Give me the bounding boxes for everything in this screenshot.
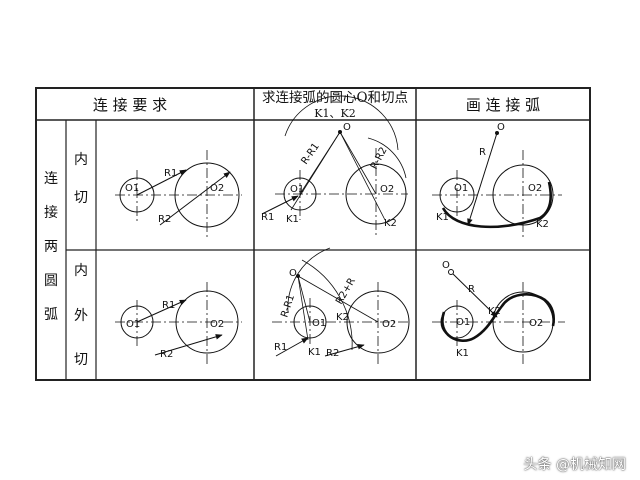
figure-r1-find-center bbox=[261, 95, 408, 236]
table-grid bbox=[35, 87, 591, 381]
figure-r1-draw-arc bbox=[432, 131, 562, 238]
row-group-char: 接 bbox=[44, 204, 58, 221]
figure-text: O1 O2 R1 R2 O R-R1 R-R2 O1 O2 R1 K1 K2 O… bbox=[125, 122, 549, 360]
label-k2: K2 bbox=[536, 219, 549, 230]
watermark: 头条 @机械知网 bbox=[523, 457, 626, 473]
label-r1: R1 bbox=[261, 212, 274, 223]
label-r: R bbox=[468, 284, 475, 295]
label-o1: O1 bbox=[312, 318, 326, 329]
label-o2: O2 bbox=[210, 319, 224, 330]
label-r: R bbox=[479, 147, 486, 158]
label-k2: K2 bbox=[488, 306, 501, 317]
label-o2: O2 bbox=[380, 184, 394, 195]
row2-label-char: 切 bbox=[74, 352, 88, 368]
header-find-center-and-tangent: 求连接弧的圆心O和切点 bbox=[262, 89, 408, 106]
label-o2: O2 bbox=[528, 183, 542, 194]
label-r2: R2 bbox=[158, 214, 171, 225]
row2-label-char: 外 bbox=[74, 308, 88, 324]
row-group-char: 圆 bbox=[44, 273, 58, 289]
row2-label-char: 内 bbox=[74, 263, 88, 279]
header-draw-connecting-arc: 画 连 接 弧 bbox=[466, 96, 540, 114]
row-group-char: 连 bbox=[44, 171, 58, 187]
label-r2: R2 bbox=[160, 349, 173, 360]
label-o1: O1 bbox=[454, 183, 468, 194]
label-r-minus-r1: R-R1 bbox=[279, 293, 297, 319]
label-o: O bbox=[343, 122, 351, 133]
label-k1: K1 bbox=[308, 347, 321, 358]
label-r1: R1 bbox=[164, 168, 177, 179]
row1-label-char: 内 bbox=[74, 152, 88, 168]
table-header: 连 接 要 求 求连接弧的圆心O和切点 K1、K2 画 连 接 弧 bbox=[93, 89, 540, 120]
label-r-minus-r2: R-R2 bbox=[369, 146, 390, 172]
label-k2: K2 bbox=[336, 312, 349, 323]
figure-r2-requirement bbox=[115, 282, 242, 364]
label-o1: O1 bbox=[125, 183, 139, 194]
label-r2: R2 bbox=[326, 348, 339, 359]
label-k1: K1 bbox=[436, 212, 449, 223]
label-r1: R1 bbox=[274, 342, 287, 353]
row-group-char: 弧 bbox=[44, 307, 58, 323]
label-o2: O2 bbox=[382, 319, 396, 330]
label-k1: K1 bbox=[286, 214, 299, 225]
figure-r2-find-center bbox=[272, 247, 410, 364]
label-o: O bbox=[442, 260, 450, 271]
figure-r1-requirement bbox=[115, 150, 242, 240]
row-group-char: 两 bbox=[44, 239, 58, 255]
label-k2: K2 bbox=[384, 218, 397, 229]
label-o: O bbox=[497, 122, 505, 133]
label-o1: O1 bbox=[456, 317, 470, 328]
figures bbox=[115, 95, 565, 364]
label-r1: R1 bbox=[162, 300, 175, 311]
row2-label: 内 外 切 bbox=[74, 263, 88, 368]
row1-label: 内 切 bbox=[74, 152, 88, 206]
label-o1: O1 bbox=[290, 184, 304, 195]
label-o1: O1 bbox=[126, 319, 140, 330]
label-o2: O2 bbox=[529, 318, 543, 329]
label-o2: O2 bbox=[210, 183, 224, 194]
header-tangent-points: K1、K2 bbox=[314, 107, 355, 120]
header-connection-requirement: 连 接 要 求 bbox=[93, 96, 167, 114]
label-o: O bbox=[289, 268, 297, 279]
row-group-label: 连 接 两 圆 弧 bbox=[44, 171, 58, 323]
label-k1: K1 bbox=[456, 348, 469, 359]
row1-label-char: 切 bbox=[74, 190, 88, 206]
figure-r2-draw-arc bbox=[432, 269, 565, 364]
label-r-minus-r1: R-R1 bbox=[299, 141, 321, 167]
